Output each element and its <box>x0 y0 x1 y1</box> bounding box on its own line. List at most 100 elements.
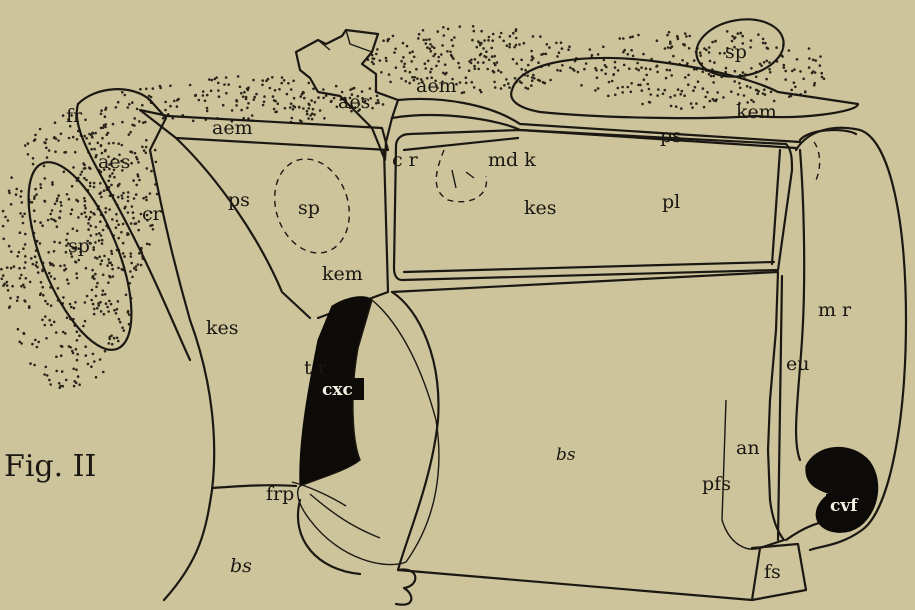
stipple-dot <box>262 104 265 107</box>
stipple-dot <box>92 249 95 252</box>
stipple-dot <box>68 198 71 201</box>
stipple-dot <box>29 281 32 284</box>
stipple-dot <box>488 36 491 39</box>
stipple-dot <box>27 142 30 145</box>
stipple-dot <box>146 243 149 246</box>
stipple-dot <box>44 300 47 303</box>
stipple-dot <box>802 78 805 81</box>
stipple-dot <box>78 259 81 262</box>
stipple-dot <box>409 52 412 55</box>
stipple-dot <box>87 228 90 231</box>
stipple-dot <box>137 263 140 266</box>
stipple-dot <box>589 48 592 51</box>
stipple-dot <box>738 82 741 85</box>
stipple-dot <box>20 285 23 288</box>
stipple-dot <box>66 317 69 320</box>
stipple-dot <box>46 156 49 159</box>
stipple-dot <box>473 65 476 68</box>
stipple-dot <box>9 297 12 300</box>
stipple-dot <box>648 101 651 104</box>
stipple-dot <box>287 82 290 85</box>
label-kem-mid: kem <box>322 263 363 285</box>
stipple-dot <box>58 386 61 389</box>
stipple-dot <box>395 66 398 69</box>
stipple-dot <box>121 121 124 124</box>
stipple-dot <box>142 197 145 200</box>
stipple-dot <box>560 41 563 44</box>
stipple-dot <box>23 267 26 270</box>
stipple-dot <box>823 78 826 81</box>
stipple-dot <box>8 190 11 193</box>
stipple-dot <box>117 267 120 270</box>
stipple-dot <box>61 345 64 348</box>
stipple-dot <box>411 50 414 53</box>
stipple-dot <box>225 92 228 95</box>
stipple-dot <box>83 211 86 214</box>
stipple-dot <box>96 282 99 285</box>
stipple-dot <box>32 163 35 166</box>
stipple-dot <box>637 69 640 72</box>
stipple-dot <box>198 99 201 102</box>
stipple-dot <box>417 37 420 40</box>
stipple-dot <box>101 137 104 140</box>
stipple-dot <box>72 136 75 139</box>
stipple-dot <box>225 76 228 79</box>
stipple-dot <box>283 79 286 82</box>
stipple-dot <box>73 307 76 310</box>
stipple-dot <box>443 34 446 37</box>
stipple-dot <box>62 114 65 117</box>
stipple-dot <box>85 137 88 140</box>
stipple-dot <box>103 189 106 192</box>
stipple-dot <box>133 267 136 270</box>
label-bs-center: bs <box>556 445 576 465</box>
stipple-dot <box>768 61 771 64</box>
stipple-dot <box>486 68 489 71</box>
stipple-dot <box>2 225 5 228</box>
stipple-dot <box>289 106 292 109</box>
stipple-dot <box>94 132 97 135</box>
stipple-dot <box>119 321 122 324</box>
stipple-dot <box>286 93 289 96</box>
stipple-dot <box>760 64 763 67</box>
stipple-dot <box>116 337 119 340</box>
label-pl: pl <box>662 191 680 213</box>
stipple-dot <box>218 95 221 98</box>
stipple-dot <box>790 89 793 92</box>
stipple-dot <box>139 88 142 91</box>
stipple-dot <box>111 218 114 221</box>
stipple-dot <box>8 306 11 309</box>
stipple-dot <box>542 53 545 56</box>
stipple-dot <box>739 87 742 90</box>
stipple-dot <box>33 197 36 200</box>
stipple-dot <box>15 188 18 191</box>
stipple-dot <box>95 286 98 289</box>
stipple-dot <box>72 352 75 355</box>
stipple-dot <box>533 77 536 80</box>
stipple-dot <box>480 53 483 56</box>
stipple-dot <box>400 60 403 63</box>
stipple-dot <box>518 43 521 46</box>
figure-caption: Fig. II <box>4 449 96 484</box>
stipple-dot <box>377 101 380 104</box>
stipple-dot <box>380 71 383 74</box>
lower-body-line <box>298 500 360 574</box>
stipple-dot <box>101 259 104 262</box>
stipple-dot <box>612 74 615 77</box>
stipple-dot <box>83 177 86 180</box>
stipple-dot <box>74 151 77 154</box>
stipple-dot <box>98 255 101 258</box>
stipple-dot <box>48 272 51 275</box>
stipple-dot <box>573 69 576 72</box>
stipple-dot <box>585 62 588 65</box>
stipple-dot <box>192 120 195 123</box>
stipple-dot <box>580 84 583 87</box>
label-cr-left: cr <box>142 203 163 225</box>
label-ps-right: ps <box>660 125 682 147</box>
stipple-dot <box>116 220 119 223</box>
stipple-dot <box>20 274 23 277</box>
stipple-dot <box>55 137 58 140</box>
stipple-dot <box>77 216 80 219</box>
stipple-dot <box>92 303 95 306</box>
stipple-dot <box>281 76 284 79</box>
stipple-dot <box>108 342 111 345</box>
